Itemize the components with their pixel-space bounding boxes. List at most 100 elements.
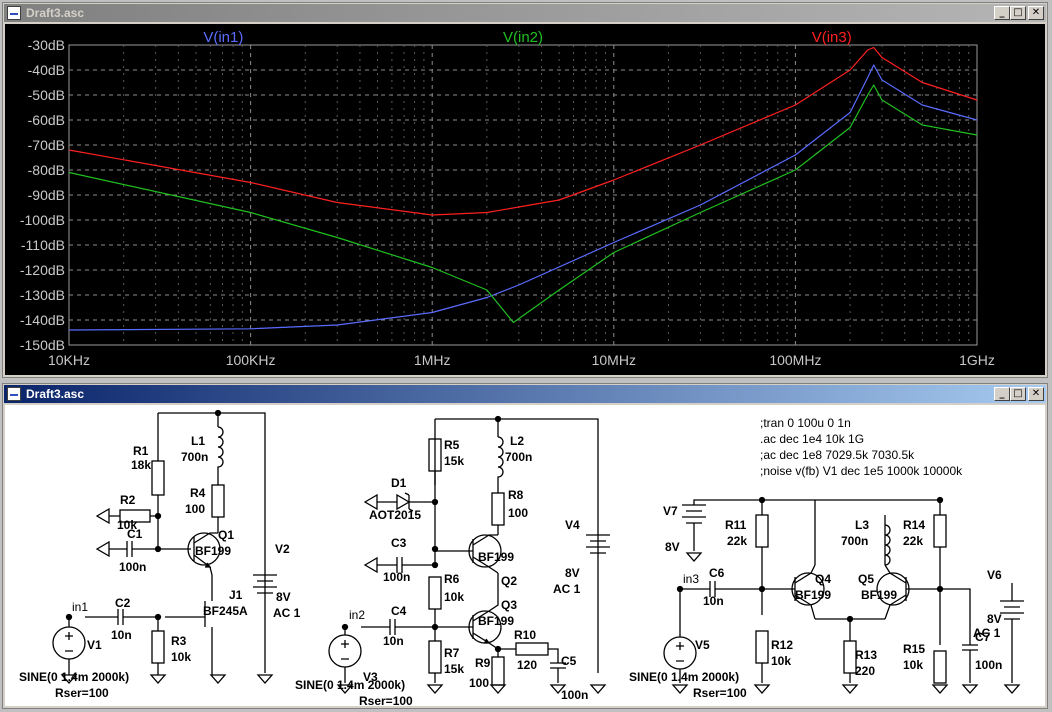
label-r11-value: 22k bbox=[727, 534, 747, 548]
label-v4: V4 bbox=[565, 518, 580, 532]
y-tick-label: -70dB bbox=[28, 137, 65, 153]
spice-directive-2[interactable]: .ac dec 1e4 10k 1G bbox=[760, 432, 864, 446]
maximize-button[interactable]: □ bbox=[1010, 387, 1026, 401]
label-q2: Q2 bbox=[501, 574, 517, 588]
label-c1: C1 bbox=[127, 527, 143, 541]
y-tick-label: -150dB bbox=[20, 337, 65, 353]
series-line-vin3[interactable] bbox=[68, 46, 978, 216]
y-tick-label: -140dB bbox=[20, 312, 65, 328]
label-c5-value: 100n bbox=[561, 688, 588, 702]
label-r11: R11 bbox=[725, 518, 747, 532]
label-v1: V1 bbox=[87, 638, 102, 652]
legend-label-vin2[interactable]: V(in2) bbox=[503, 29, 543, 46]
label-r5-value: 15k bbox=[444, 454, 464, 468]
waveform-plot[interactable]: -30dB-40dB-50dB-60dB-70dB-80dB-90dB-100d… bbox=[5, 24, 1045, 376]
label-v4-value: 8V bbox=[565, 566, 580, 580]
label-q3-model: BF199 bbox=[478, 614, 514, 628]
label-r4-value: 100 bbox=[185, 502, 205, 516]
label-r7: R7 bbox=[444, 646, 460, 660]
spice-directive-4[interactable]: ;noise v(fb) V1 dec 1e5 1000k 10000k bbox=[760, 464, 963, 478]
label-l1-value: 700n bbox=[181, 450, 208, 464]
label-j1: J1 bbox=[229, 588, 243, 602]
label-q1: Q1 bbox=[218, 528, 234, 542]
spice-directive-3[interactable]: ;ac dec 1e8 7029.5k 7030.5k bbox=[760, 448, 915, 462]
label-j1-model: BF245A bbox=[203, 604, 248, 618]
legend-label-vin1[interactable]: V(in1) bbox=[203, 29, 243, 46]
minimize-button[interactable]: _ bbox=[994, 6, 1010, 20]
series-line-vin1[interactable] bbox=[68, 64, 978, 331]
x-tick-label: 1MHz bbox=[414, 352, 451, 368]
y-tick-label: -50dB bbox=[28, 87, 65, 103]
minimize-button[interactable]: _ bbox=[994, 387, 1010, 401]
label-in2: in2 bbox=[349, 608, 365, 622]
label-c2: C2 bbox=[115, 596, 131, 610]
circuit-3 bbox=[663, 496, 1024, 694]
label-c4: C4 bbox=[391, 604, 407, 618]
label-c1-value: 100n bbox=[119, 560, 146, 574]
label-d1-model: AOT2015 bbox=[369, 508, 421, 522]
label-in3: in3 bbox=[683, 572, 699, 586]
label-r1: R1 bbox=[133, 444, 149, 458]
x-tick-label: 10MHz bbox=[592, 352, 636, 368]
label-r2-value: 10k bbox=[117, 518, 137, 532]
circuit-1 bbox=[52, 409, 277, 684]
x-tick-label: 100MHz bbox=[769, 352, 821, 368]
label-c7: C7 bbox=[975, 630, 991, 644]
legend-label-vin3[interactable]: V(in3) bbox=[812, 29, 852, 46]
schematic-app-icon bbox=[7, 387, 21, 401]
x-tick-label: 10KHz bbox=[48, 352, 90, 368]
label-v1-value: SINE(0 1.4m 2000k) bbox=[19, 670, 129, 684]
label-v5-value: SINE(0 1.4m 2000k) bbox=[629, 670, 739, 684]
label-r10: R10 bbox=[514, 628, 536, 642]
label-c3: C3 bbox=[391, 536, 407, 550]
label-r4: R4 bbox=[190, 486, 206, 500]
schematic-canvas[interactable]: R1 18k L1 700n R4 100 R2 10k C1 100n Q1 … bbox=[5, 405, 1045, 707]
label-q1-model: BF199 bbox=[195, 544, 231, 558]
label-r12: R12 bbox=[771, 638, 793, 652]
close-button[interactable]: ✕ bbox=[1028, 387, 1044, 401]
y-tick-label: -110dB bbox=[21, 237, 65, 253]
label-v2-value: 8V bbox=[276, 590, 291, 604]
label-d1: D1 bbox=[391, 476, 407, 490]
label-c7-value: 100n bbox=[975, 658, 1002, 672]
label-c6-value: 10n bbox=[703, 594, 724, 608]
label-q2-model: BF199 bbox=[478, 550, 514, 564]
series-line-vin2[interactable] bbox=[68, 84, 978, 324]
label-v4-ac: AC 1 bbox=[553, 582, 581, 596]
label-v6: V6 bbox=[987, 568, 1002, 582]
label-q4: Q4 bbox=[815, 572, 831, 586]
label-v3-rser: Rser=100 bbox=[359, 694, 413, 707]
schematic-drawing[interactable]: R1 18k L1 700n R4 100 R2 10k C1 100n Q1 … bbox=[5, 405, 1045, 707]
label-r15: R15 bbox=[903, 642, 925, 656]
label-q3: Q3 bbox=[501, 598, 517, 612]
label-r8-value: 100 bbox=[508, 506, 528, 520]
label-r10-value: 120 bbox=[517, 658, 537, 672]
waveform-app-icon bbox=[7, 6, 21, 20]
waveform-pane[interactable]: -30dB-40dB-50dB-60dB-70dB-80dB-90dB-100d… bbox=[5, 24, 1045, 375]
schematic-titlebar[interactable]: Draft3.asc _ □ ✕ bbox=[4, 385, 1046, 403]
y-tick-label: -30dB bbox=[28, 37, 65, 53]
label-r12-value: 10k bbox=[771, 654, 791, 668]
y-tick-label: -90dB bbox=[28, 187, 65, 203]
close-button[interactable]: ✕ bbox=[1028, 6, 1044, 20]
label-r2: R2 bbox=[120, 493, 136, 507]
label-r6: R6 bbox=[444, 572, 460, 586]
waveform-titlebar[interactable]: Draft3.asc _ □ ✕ bbox=[4, 4, 1046, 22]
label-c4-value: 10n bbox=[383, 634, 404, 648]
label-r15-value: 10k bbox=[903, 658, 923, 672]
label-r13: R13 bbox=[855, 648, 877, 662]
label-v5: V5 bbox=[695, 638, 710, 652]
label-c6: C6 bbox=[709, 566, 725, 580]
label-v5-rser: Rser=100 bbox=[693, 686, 747, 700]
label-r3-value: 10k bbox=[171, 650, 191, 664]
label-r13-value: 220 bbox=[855, 664, 875, 678]
label-r8: R8 bbox=[508, 488, 524, 502]
label-c5: C5 bbox=[561, 654, 577, 668]
label-l2: L2 bbox=[510, 434, 524, 448]
label-v7: V7 bbox=[663, 504, 678, 518]
label-c2-value: 10n bbox=[111, 628, 132, 642]
maximize-button[interactable]: □ bbox=[1010, 6, 1026, 20]
spice-directive-1[interactable]: ;tran 0 100u 0 1n bbox=[760, 416, 851, 430]
label-v6-ac: AC 1 bbox=[973, 626, 1001, 640]
label-v6-value: 8V bbox=[987, 612, 1002, 626]
